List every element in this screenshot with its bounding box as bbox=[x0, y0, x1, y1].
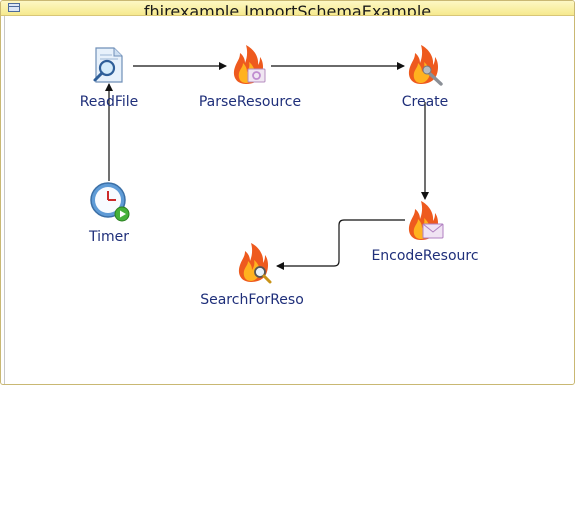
node-label: Timer bbox=[88, 229, 130, 245]
diagram-window: fhirexample.ImportSchemaExample bbox=[0, 0, 575, 385]
fire-magnifier-icon bbox=[238, 243, 272, 284]
node-timer[interactable]: Timer bbox=[77, 181, 141, 245]
node-parseresource[interactable]: ParseResource bbox=[190, 44, 301, 110]
window-title: fhirexample.ImportSchemaExample bbox=[143, 2, 432, 16]
node-searchforreso[interactable]: SearchForReso bbox=[193, 242, 311, 308]
fire-envelope-icon bbox=[408, 201, 444, 240]
node-readfile[interactable]: ReadFile bbox=[73, 46, 145, 110]
node-label: Create bbox=[401, 94, 449, 110]
fire-wrench-icon bbox=[408, 45, 443, 86]
node-encoderesourc[interactable]: EncodeResourc bbox=[365, 200, 485, 266]
fire-gear-icon bbox=[233, 45, 266, 84]
title-bar: fhirexample.ImportSchemaExample bbox=[1, 1, 574, 16]
node-label: EncodeResourc bbox=[371, 248, 479, 264]
node-create[interactable]: Create bbox=[395, 44, 455, 110]
node-label: ReadFile bbox=[79, 94, 139, 110]
flow-canvas[interactable]: ReadFile ParseResource Create bbox=[4, 16, 572, 384]
node-label: SearchForReso bbox=[200, 292, 304, 308]
clock-play-icon bbox=[90, 182, 130, 222]
window-icon bbox=[8, 3, 20, 12]
node-label: ParseResource bbox=[198, 94, 302, 110]
file-search-icon bbox=[93, 47, 123, 83]
connectors bbox=[105, 62, 429, 270]
connector-encoderesourc-searchforreso bbox=[276, 219, 405, 270]
